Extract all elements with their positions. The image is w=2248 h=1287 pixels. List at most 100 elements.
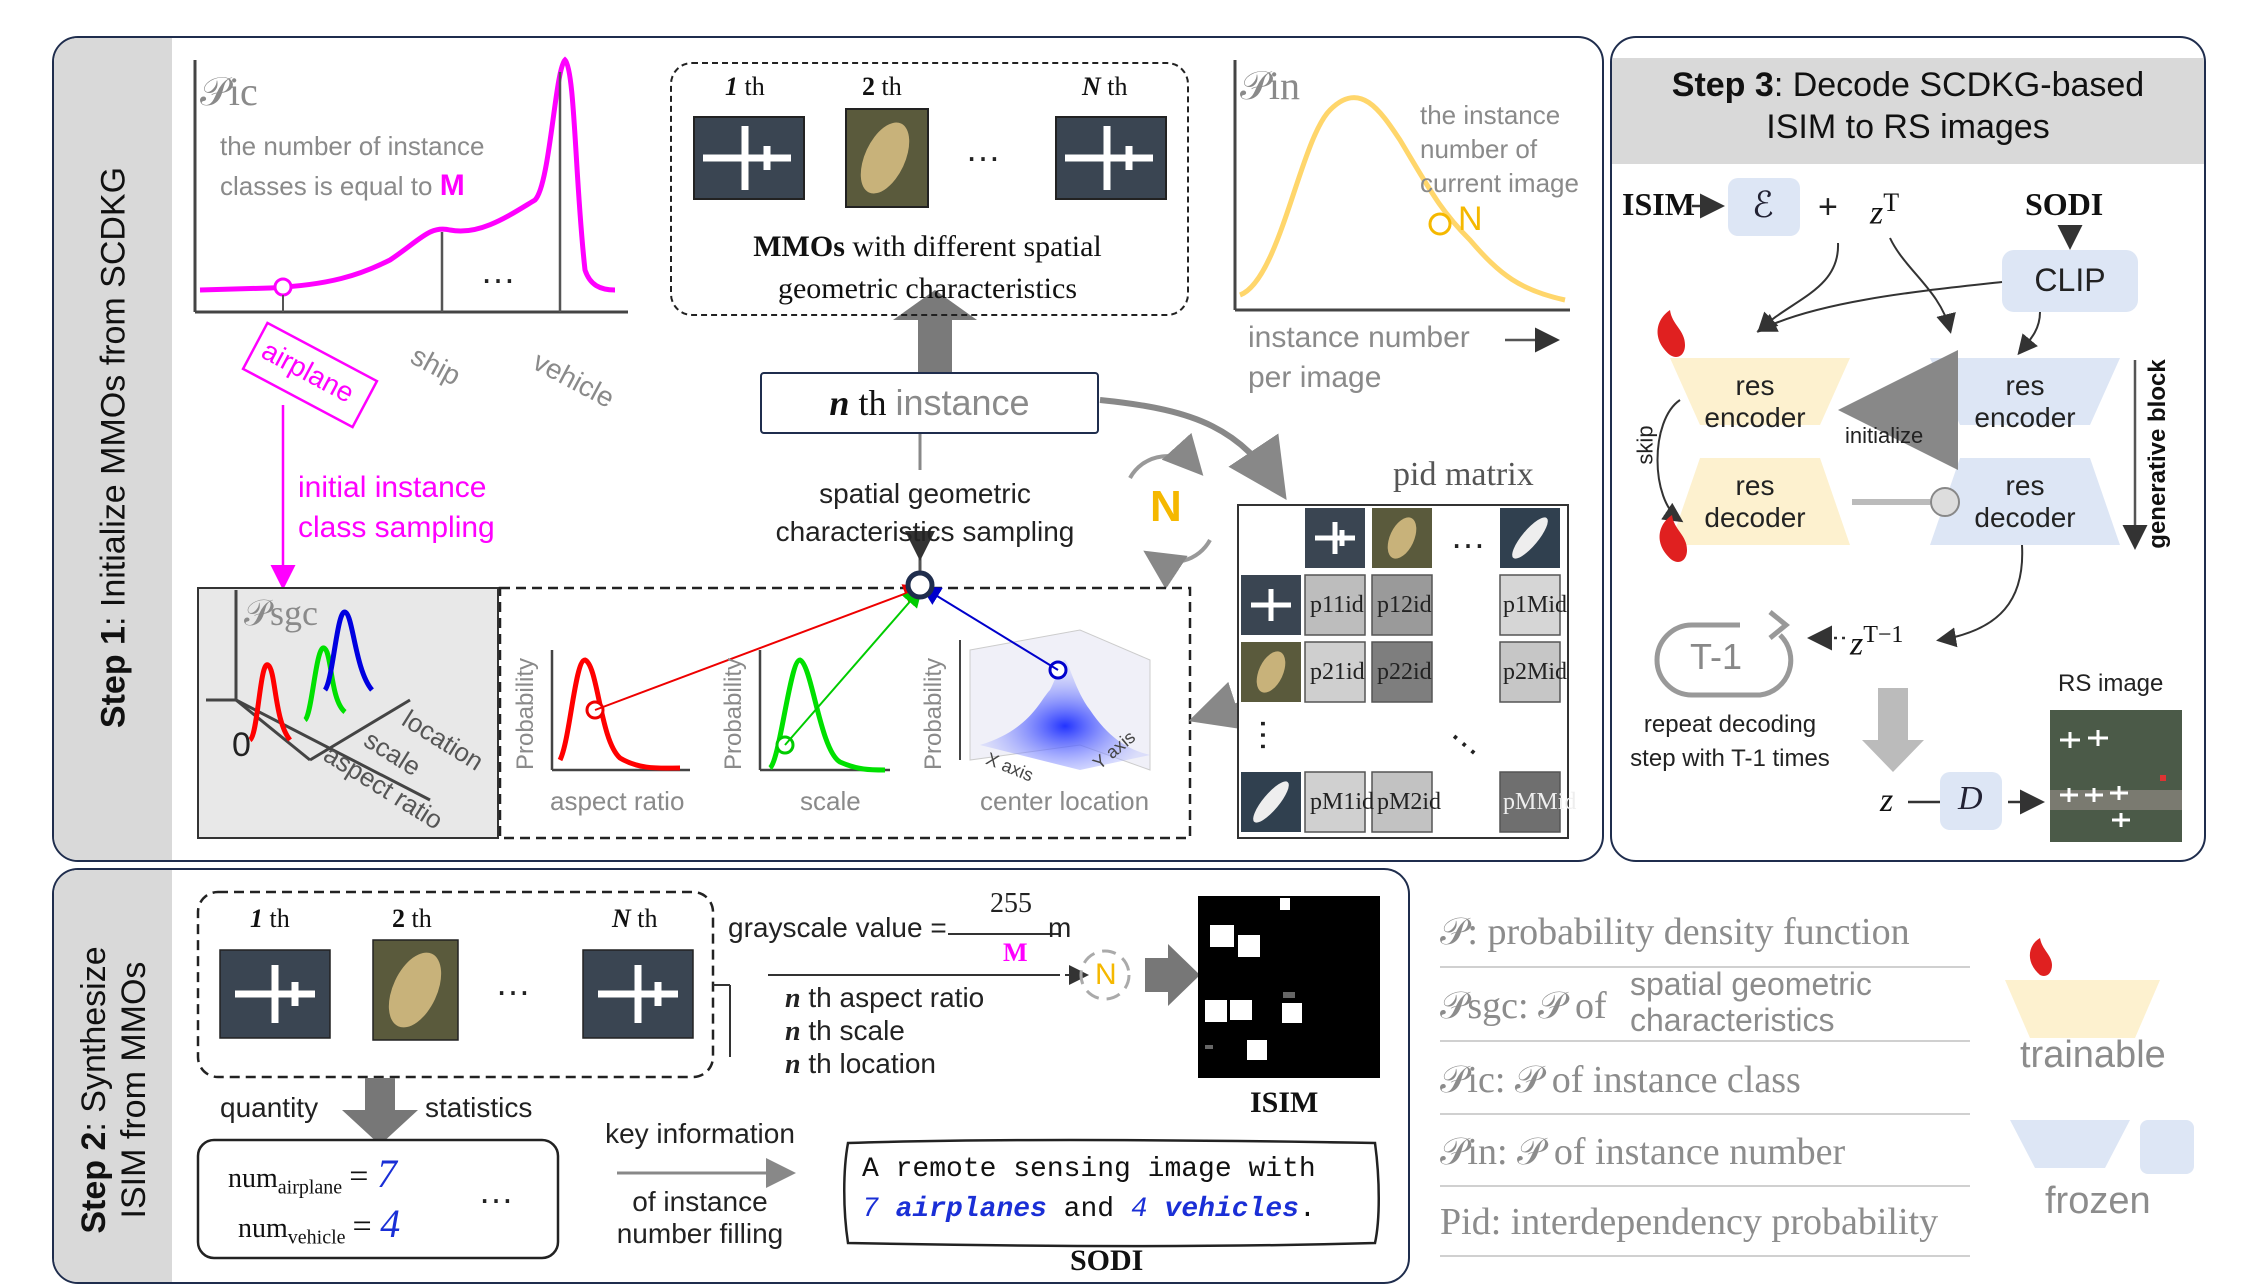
- legend-shapes: [2005, 938, 2194, 1174]
- statistics-label: statistics: [425, 1092, 533, 1123]
- grayscale-m: m: [1048, 912, 1072, 943]
- pic-desc: the number of instance classes is equal …: [220, 131, 485, 202]
- nth-scale: n th scale: [785, 1015, 905, 1047]
- key-info-line1: key information: [605, 1118, 795, 1149]
- legend-trainable: trainable: [2020, 1034, 2166, 1076]
- loop-N: N: [1150, 482, 1182, 531]
- svg-text:…: …: [1253, 717, 1294, 753]
- step3-res-decoder-train: res decoder: [1704, 470, 1806, 533]
- pid-cell-M2: pM2id: [1377, 789, 1442, 815]
- step3-header: [1612, 58, 2204, 164]
- pid-cell-2M: p2Mid: [1503, 659, 1568, 685]
- nth-location: n th location: [785, 1048, 936, 1080]
- plot-aspect-label: aspect ratio: [550, 786, 685, 816]
- green-arrow: [784, 586, 923, 746]
- pid-cell-M1: pM1id: [1310, 789, 1375, 815]
- legend-psgc-a: 𝒫sgc: 𝒫 of: [1440, 985, 1607, 1027]
- mmo-2th: 2 th: [862, 72, 902, 101]
- step3-z-final: z: [1880, 782, 1894, 819]
- s2-mmo-Nth: N th: [612, 904, 658, 933]
- step3-res-encoder-frozen: res encoder: [1974, 370, 2076, 433]
- isim-label: ISIM: [1250, 1086, 1319, 1119]
- red-arrow: [594, 584, 924, 711]
- mmo-ellipsis: …: [965, 128, 1001, 169]
- pid-matrix-grid: … … …: [1237, 504, 1569, 839]
- step3-sodi: SODI: [2025, 186, 2104, 222]
- pic-label: 𝒫ic: [200, 69, 258, 114]
- legend-divider-1: [1440, 966, 1970, 968]
- grayscale-text: grayscale value =: [728, 912, 947, 943]
- mmo-caption: MMOs with different spatial geometric ch…: [753, 230, 1102, 305]
- step3-encoder-symbol: ℰ: [1752, 185, 1774, 225]
- pid-cell-12: p12id: [1377, 592, 1432, 618]
- step3-res-decoder-frozen: res decoder: [1974, 470, 2076, 533]
- num-ellipsis: …: [478, 1170, 514, 1211]
- step3-plus: +: [1818, 188, 1838, 226]
- step3-skip: skip: [1632, 425, 1658, 465]
- origin-zero: 0: [232, 726, 251, 764]
- center-location-plot: [959, 629, 1151, 771]
- step3-isim: ISIM: [1622, 186, 1695, 222]
- step3-flow: [1654, 178, 2182, 842]
- prob-label-1: Probability: [512, 657, 540, 771]
- step3-loop-label: T-1: [1690, 636, 1743, 677]
- pin-chart: [1233, 60, 1570, 353]
- legend-p: 𝒫: probability density function: [1440, 911, 1910, 953]
- step2-flow: [196, 890, 1380, 1260]
- legend-divider-4: [1440, 1185, 1970, 1187]
- pic-ellipsis: …: [480, 250, 516, 291]
- s2-mmo-2th: 2 th: [392, 904, 432, 933]
- merge-node: [905, 570, 935, 600]
- pic-chart: [193, 56, 628, 314]
- aspect-ratio-plot: [550, 650, 690, 772]
- step3-generative-block: generative block: [2144, 359, 2171, 549]
- loop-n-icon: [1128, 432, 1212, 590]
- prob-label-3: Probability: [920, 657, 948, 771]
- nth-instance-box: n th instance: [760, 372, 1099, 434]
- sodi-text: A remote sensing image with 7 airplanes …: [862, 1154, 1316, 1225]
- up-arrow: [893, 290, 977, 372]
- pid-cell-MM: pMMid: [1503, 789, 1577, 815]
- pid-matrix-label: pid matrix: [1393, 456, 1534, 493]
- step1-sidebar: [54, 38, 172, 860]
- legend-divider-2: [1440, 1040, 1970, 1042]
- step3-initialize: initialize: [1845, 423, 1924, 448]
- scale-plot: [758, 650, 890, 773]
- psgc-box: [197, 587, 499, 839]
- s2-N: N: [1095, 958, 1117, 991]
- step3-zT: zT: [1870, 188, 1900, 232]
- svg-text:…: …: [1450, 515, 1486, 556]
- psgc-3d-axes: [206, 590, 431, 802]
- matrix-back-arrow: [1188, 681, 1244, 730]
- mmo-Nth: N th: [1082, 72, 1128, 101]
- num-airplane: numairplane = 7: [228, 1151, 397, 1199]
- pid-cell-11: p11id: [1310, 592, 1364, 618]
- mmo-box: [670, 62, 1189, 316]
- pid-cell-1M: p1Mid: [1503, 592, 1568, 618]
- plot-center-label: center location: [980, 786, 1150, 816]
- legend-pin: 𝒫in: 𝒫 of instance number: [1440, 1131, 1846, 1173]
- legend-pid: Pid: interdependency probability: [1440, 1201, 1939, 1243]
- blue-arrow: [920, 585, 1059, 671]
- psgc-label: 𝒫sgc: [244, 593, 318, 633]
- pid-cell-22: p22id: [1377, 659, 1432, 685]
- pin-label: 𝒫in: [1240, 63, 1300, 108]
- plot-scale-label: scale: [800, 786, 861, 816]
- pid-cell-21: p21id: [1310, 659, 1365, 685]
- sgc-plots-box: [498, 586, 1192, 840]
- airplane-class-box: [241, 321, 379, 429]
- legend-divider-5: [1440, 1255, 1970, 1257]
- grayscale-den: M: [1003, 938, 1028, 967]
- step3-title: Step 3: Decode SCDKG-based ISIM to RS im…: [1671, 66, 2145, 146]
- legend-divider-3: [1440, 1113, 1970, 1115]
- step3-decoder-symbol: D: [1958, 780, 1983, 817]
- legend-pic: 𝒫ic: 𝒫 of instance class: [1440, 1059, 1801, 1101]
